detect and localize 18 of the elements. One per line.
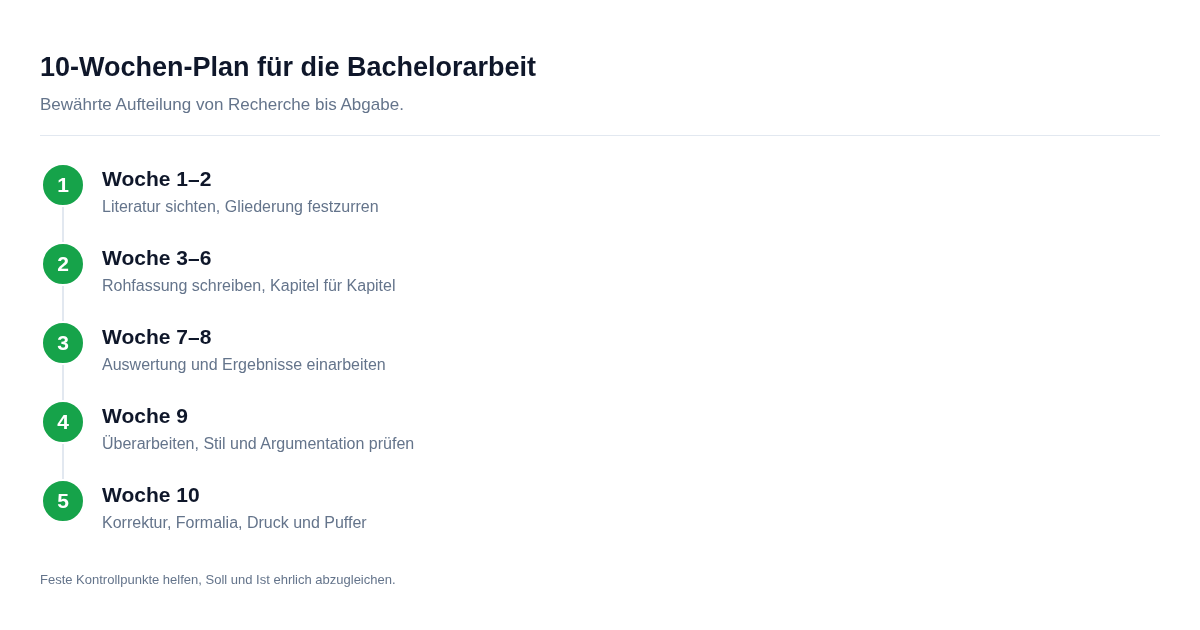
step-description: Rohfassung schreiben, Kapitel für Kapitel xyxy=(102,276,396,296)
footnote: Feste Kontrollpunkte helfen, Soll und Ist ehrlich abzugleichen. xyxy=(40,571,396,588)
diagram-title: 10-Wochen-Plan für die Bachelorarbeit xyxy=(40,51,537,84)
step-heading: Woche 1–2 xyxy=(102,166,212,192)
step-number-badge: 5 xyxy=(41,479,85,523)
step-heading: Woche 3–6 xyxy=(102,245,212,271)
subtitle: Bewährte Aufteilung von Recherche bis Abgabe. xyxy=(40,94,404,116)
step-description: Überarbeiten, Stil und Argumentation prüfen xyxy=(102,434,415,454)
step-description: Literatur sichten, Gliederung festzurren xyxy=(102,197,379,217)
step-heading: Woche 10 xyxy=(102,482,200,508)
step-number-badge: 2 xyxy=(41,242,85,286)
step-heading: Woche 7–8 xyxy=(102,324,212,350)
step-number-badge: 1 xyxy=(41,163,85,207)
step-number-badge: 4 xyxy=(41,400,85,444)
step-description: Korrektur, Formalia, Druck und Puffer xyxy=(102,513,367,533)
step-heading: Woche 9 xyxy=(102,403,188,429)
step-description: Auswertung und Ergebnisse einarbeiten xyxy=(102,355,386,375)
step-number-badge: 3 xyxy=(41,321,85,365)
